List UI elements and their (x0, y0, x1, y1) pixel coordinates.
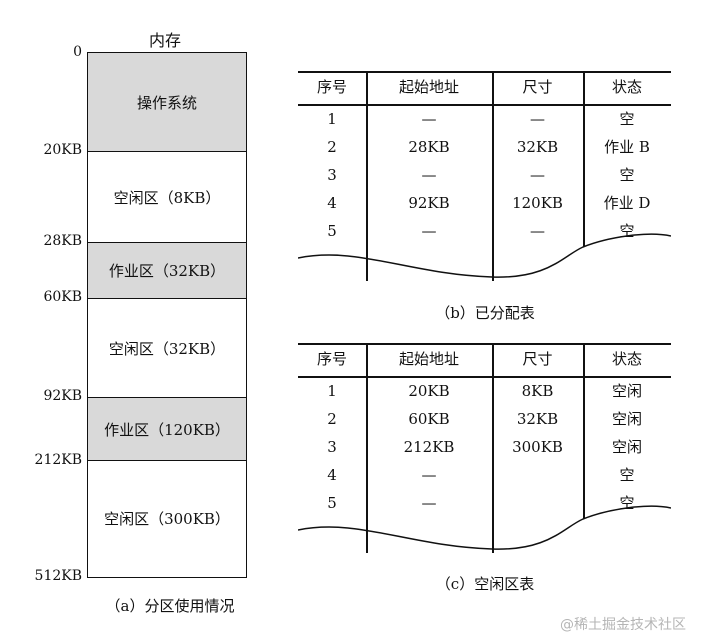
allocated-cell: 空 (619, 166, 635, 184)
allocated-header-index: 序号 (316, 78, 347, 96)
allocated-header-status: 状态 (611, 78, 642, 96)
allocated-cell: — (421, 222, 437, 240)
allocated-cell: 32KB (516, 138, 559, 156)
free-cell: 空 (619, 466, 635, 484)
segment-job-120kb: 作业区（120KB） (88, 397, 246, 460)
free-cell: — (421, 494, 437, 512)
allocated-header-size: 尺寸 (522, 78, 553, 96)
allocated-cell: 3 (327, 166, 337, 184)
allocated-cell: 5 (327, 222, 337, 240)
allocated-cell: 2 (327, 138, 337, 156)
free-cell: 3 (327, 438, 337, 456)
memory-column: 操作系统 空闲区（8KB） 作业区（32KB） 空闲区（32KB） 作业区（12… (87, 52, 247, 578)
free-cell: 32KB (516, 410, 559, 428)
free-cell: 4 (327, 466, 337, 484)
free-table: 序号 起始地址 尺寸 状态 1 20KB 8KB 空闲 2 60KB 32KB … (298, 343, 671, 563)
free-cell: 空闲 (611, 382, 642, 400)
segment-os: 操作系统 (88, 53, 246, 151)
allocated-cell: 1 (327, 110, 337, 128)
allocated-cell: 92KB (408, 194, 450, 212)
free-cell: 2 (327, 410, 337, 428)
allocated-cell: 空 (619, 222, 635, 240)
free-header-size: 尺寸 (522, 350, 553, 368)
allocated-cell: 28KB (408, 138, 450, 156)
allocated-cell: 4 (327, 194, 337, 212)
free-header-index: 序号 (316, 350, 347, 368)
free-cell: 5 (327, 494, 337, 512)
watermark: @稀土掘金技术社区 (560, 617, 686, 633)
free-cell: 300KB (512, 438, 563, 456)
allocated-cell: 作业 B (604, 138, 650, 156)
free-cell: 8KB (521, 382, 554, 400)
allocated-cell: — (530, 110, 545, 128)
address-label-0: 0 (73, 44, 82, 60)
allocated-cell: 空 (619, 110, 635, 128)
address-label-60kb: 60KB (43, 289, 82, 305)
allocated-cell: 作业 D (603, 194, 651, 212)
allocated-cell: — (421, 166, 437, 184)
caption-a: （a）分区使用情况 (105, 597, 235, 615)
free-cell: 空闲 (611, 438, 642, 456)
address-label-20kb: 20KB (43, 142, 82, 158)
free-cell: 空 (619, 494, 635, 512)
free-cell: 空闲 (611, 410, 642, 428)
allocated-header-start: 起始地址 (398, 78, 459, 96)
free-cell: — (421, 466, 437, 484)
free-header-start: 起始地址 (398, 350, 459, 368)
address-label-92kb: 92KB (43, 388, 82, 404)
free-cell: 212KB (403, 438, 455, 456)
segment-free-8kb: 空闲区（8KB） (88, 151, 246, 242)
caption-c: （c）空闲区表 (435, 575, 535, 593)
address-label-512kb: 512KB (34, 568, 82, 584)
free-cell: 20KB (408, 382, 450, 400)
allocated-cell: 120KB (512, 194, 563, 212)
free-header-status: 状态 (611, 350, 642, 368)
address-label-212kb: 212KB (34, 452, 82, 468)
free-table-wavy-bottom (298, 505, 671, 550)
free-cell: 60KB (408, 410, 450, 428)
allocated-table: 序号 起始地址 尺寸 状态 1 — — 空 2 28KB 32KB 作业 B 3… (298, 71, 671, 291)
segment-job-32kb: 作业区（32KB） (88, 242, 246, 298)
segment-free-32kb: 空闲区（32KB） (88, 298, 246, 397)
allocated-table-wavy-bottom (298, 233, 671, 278)
memory-title: 内存 (148, 31, 181, 50)
address-label-28kb: 28KB (43, 233, 82, 249)
allocated-cell: — (530, 166, 545, 184)
free-cell: 1 (327, 382, 337, 400)
allocated-cell: — (530, 222, 545, 240)
caption-b: （b）已分配表 (435, 304, 535, 322)
allocated-cell: — (421, 110, 437, 128)
segment-free-300kb: 空闲区（300KB） (88, 460, 246, 576)
